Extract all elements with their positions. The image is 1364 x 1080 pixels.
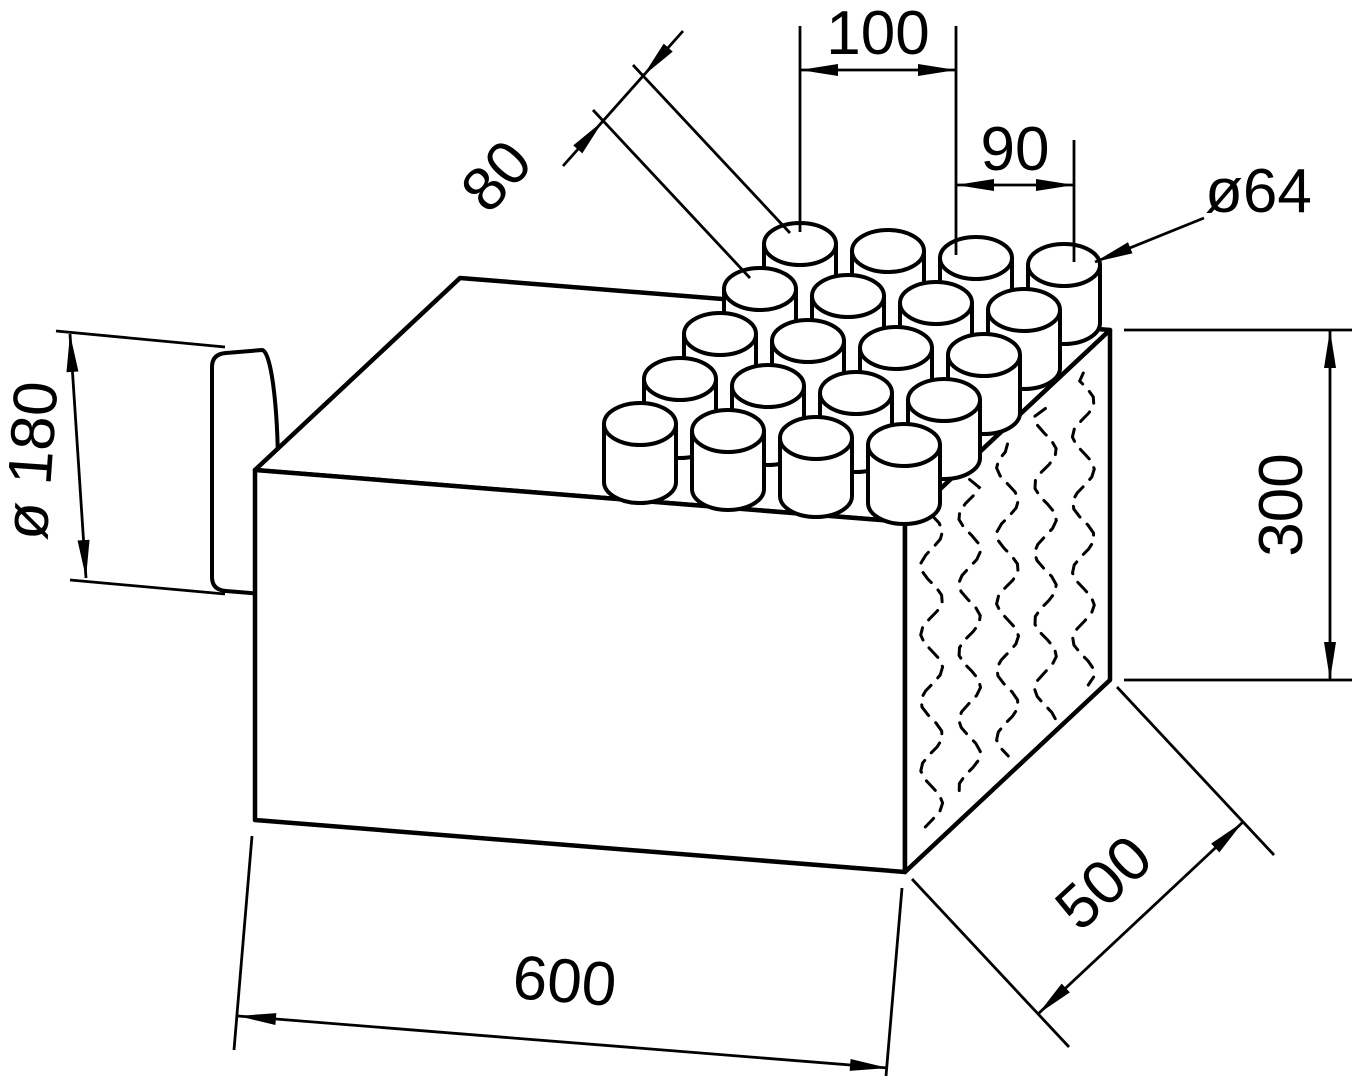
right-face <box>902 327 1113 875</box>
dim-label-300: 300 <box>1247 453 1316 556</box>
dim-label-diameter-180: ø 180 <box>0 379 71 542</box>
stud-grid <box>602 221 1102 526</box>
dim-label-500: 500 <box>1043 822 1166 943</box>
dim-label-90: 90 <box>981 115 1050 184</box>
front-face <box>252 467 908 875</box>
dim-label-diameter-64: ø64 <box>1205 157 1312 226</box>
dim-label-100: 100 <box>826 0 929 68</box>
dimension-lines <box>55 26 1352 1077</box>
hidden-detail-hatch <box>919 371 1096 829</box>
dim-label-600: 600 <box>510 943 619 1020</box>
dim-label-80: 80 <box>448 128 545 225</box>
